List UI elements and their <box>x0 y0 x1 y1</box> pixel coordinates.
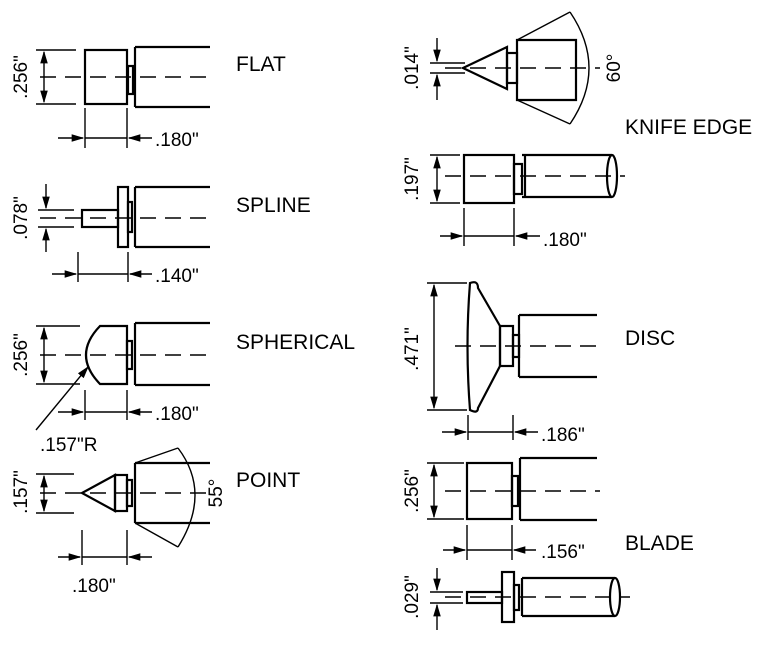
spherical-label: SPHERICAL <box>236 331 355 354</box>
flat-tip <box>36 45 210 148</box>
blade-height-dim: .256" <box>402 469 423 513</box>
spherical-tip <box>35 321 210 431</box>
spline-height-dim: .078" <box>11 196 32 240</box>
disc-label: DISC <box>625 327 675 350</box>
knife-edge-height-dim: .014" <box>402 46 423 90</box>
spherical-height-dim: .256" <box>11 333 32 377</box>
disc-height-dim: .471" <box>402 327 423 371</box>
knife-edge-angle-dim: 60° <box>604 54 625 83</box>
knife-edge-tip <box>430 11 600 125</box>
point-height-dim: .157" <box>11 470 32 514</box>
flat-length-dim: .180" <box>155 130 199 151</box>
knife-edge-label: KNIFE EDGE <box>625 116 752 139</box>
flat-height-dim: .256" <box>11 55 32 99</box>
cylindrical-tip <box>430 153 625 246</box>
spline-label: SPLINE <box>236 194 311 217</box>
point-tip <box>36 447 210 565</box>
blade-tip <box>427 456 630 630</box>
disc-tip <box>427 281 600 440</box>
spherical-radius-dim: .157"R <box>40 435 97 456</box>
cylindrical-height-dim: .197" <box>402 157 423 201</box>
blade-label: BLADE <box>625 532 694 555</box>
cylindrical-length-dim: .180" <box>543 230 587 251</box>
flat-label: FLAT <box>236 53 286 76</box>
point-angle-dim: 55° <box>206 479 227 508</box>
disc-length-dim: .186" <box>541 425 585 446</box>
blade-length-dim: .156" <box>541 542 585 563</box>
spline-length-dim: .140" <box>155 266 199 287</box>
blade-thickness-dim: .029" <box>402 575 423 619</box>
point-length-dim: .180" <box>72 576 116 597</box>
point-label: POINT <box>236 469 300 492</box>
spline-tip <box>38 184 210 282</box>
spherical-length-dim: .180" <box>155 404 199 425</box>
